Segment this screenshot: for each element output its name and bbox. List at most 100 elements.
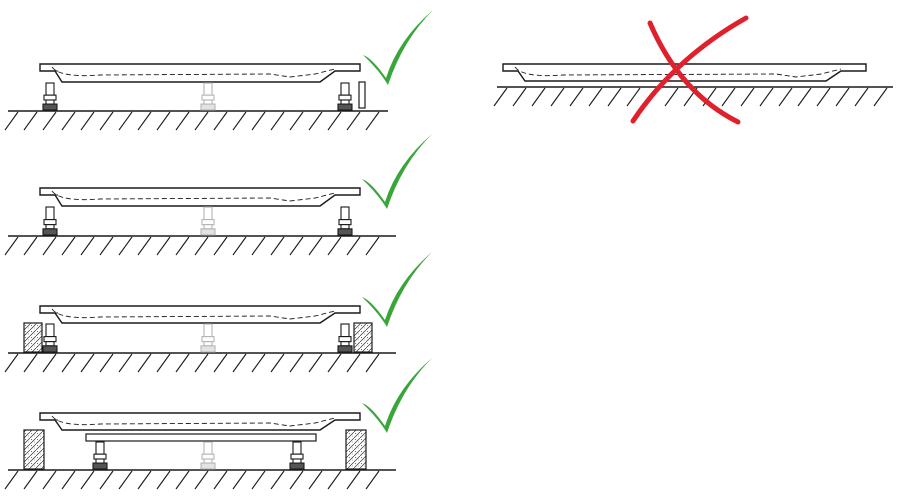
floor-hatch	[797, 87, 812, 107]
foot-stem	[45, 206, 55, 221]
foot-stem	[292, 441, 302, 455]
foot-nut	[201, 336, 215, 343]
adjustable-foot	[200, 441, 216, 470]
floor-hatch	[626, 87, 641, 107]
adjustable-feet	[92, 441, 305, 470]
floor	[4, 235, 396, 256]
shower-tray	[502, 63, 867, 82]
adjustable-foot	[337, 82, 353, 111]
cross-icon	[630, 15, 749, 125]
tray-inner-profile	[51, 190, 336, 202]
floor-hatch	[4, 470, 19, 490]
foot-stem	[203, 206, 213, 221]
floor-hatch	[569, 87, 584, 107]
floor-hatch	[721, 87, 736, 107]
floor-hatch	[23, 111, 38, 131]
installation-diagram-3	[4, 252, 432, 373]
floor-hatch	[251, 353, 266, 373]
floor-hatch	[42, 236, 57, 256]
floor-hatch	[232, 353, 247, 373]
floor-hatch	[232, 470, 247, 490]
foot-stem	[340, 206, 350, 221]
floor-hatch	[175, 353, 190, 373]
floor-hatch	[816, 87, 831, 107]
floor-hatch	[99, 353, 114, 373]
floor-hatch	[23, 353, 38, 373]
adjustable-foot	[200, 82, 216, 111]
floor-hatch	[365, 111, 380, 131]
floor-hatch	[137, 236, 152, 256]
foot-pad	[200, 103, 216, 111]
installation-diagram-5	[493, 15, 893, 125]
foot-nut	[93, 453, 107, 460]
floor-hatch	[327, 470, 342, 490]
floor-hatch	[289, 470, 304, 490]
floor-hatch	[289, 111, 304, 131]
foot-nut	[338, 94, 352, 101]
floor	[4, 352, 396, 373]
floor	[493, 86, 893, 107]
cross-stroke	[647, 20, 741, 125]
floor-hatch	[251, 236, 266, 256]
floor-hatch	[327, 236, 342, 256]
floor-hatch	[61, 111, 76, 131]
floor-hatch	[213, 353, 228, 373]
foot-pad	[42, 228, 58, 236]
floor-hatch	[607, 87, 622, 107]
foot-thread	[292, 458, 302, 464]
floor-hatch	[4, 236, 19, 256]
floor-hatch	[270, 236, 285, 256]
floor-hatch	[194, 353, 209, 373]
check-icon	[362, 134, 432, 209]
check-stroke	[362, 252, 432, 327]
brick-block-right	[353, 322, 373, 353]
foot-nut	[43, 94, 57, 101]
floor-hatch	[118, 470, 133, 490]
adjustable-foot	[337, 206, 353, 236]
floor-hatch	[232, 236, 247, 256]
floor-hatch	[4, 353, 19, 373]
foot-thread	[203, 99, 213, 105]
shower-tray	[39, 187, 361, 207]
foot-stem	[203, 441, 213, 455]
floor-hatch	[308, 111, 323, 131]
floor-hatch	[137, 111, 152, 131]
floor-hatch	[194, 470, 209, 490]
check-stroke	[363, 10, 433, 85]
adjustable-foot	[337, 323, 353, 353]
floor-hatch	[61, 236, 76, 256]
floor-hatch	[588, 87, 603, 107]
foot-pad	[337, 345, 353, 353]
foot-thread	[45, 224, 55, 230]
installation-diagram-4	[4, 358, 432, 490]
floor-hatch	[778, 87, 793, 107]
floor-hatch	[550, 87, 565, 107]
floor-hatch	[327, 353, 342, 373]
foot-pad	[337, 228, 353, 236]
foot-pad	[289, 462, 305, 470]
floor-hatch	[308, 236, 323, 256]
foot-thread	[203, 341, 213, 347]
floor-hatch	[175, 111, 190, 131]
support-frame	[85, 433, 317, 442]
floor-hatch	[308, 470, 323, 490]
foot-nut	[201, 219, 215, 226]
foot-pad	[337, 103, 353, 111]
floor-hatch	[835, 87, 850, 107]
floor-hatch	[118, 111, 133, 131]
adjustable-feet	[42, 323, 353, 353]
check-icon	[362, 252, 432, 327]
floor-hatch	[232, 111, 247, 131]
foot-stem	[203, 82, 213, 96]
foot-thread	[45, 99, 55, 105]
adjustable-foot	[42, 206, 58, 236]
floor-hatch	[99, 470, 114, 490]
floor-hatch	[346, 236, 361, 256]
shower-tray	[39, 63, 361, 83]
floor-hatch	[346, 111, 361, 131]
floor-hatch	[118, 353, 133, 373]
floor-hatch	[156, 470, 171, 490]
floor-hatch	[42, 353, 57, 373]
